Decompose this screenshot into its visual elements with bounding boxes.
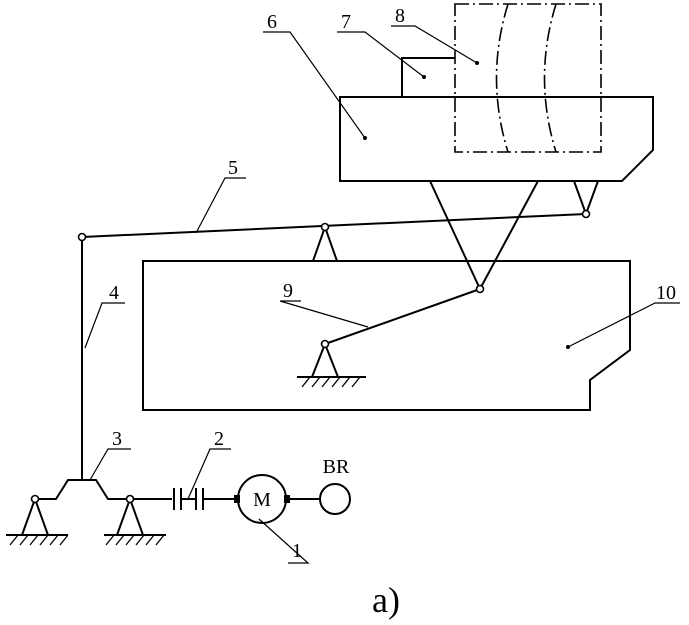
upper-body-6 bbox=[339, 96, 654, 182]
link-9 bbox=[324, 288, 481, 345]
container-8 bbox=[454, 3, 602, 153]
ground-hatch-a bbox=[9, 534, 69, 546]
link-5 bbox=[81, 213, 587, 238]
ground-hatch-b bbox=[105, 534, 165, 546]
br-unit bbox=[319, 483, 351, 515]
bearing-left-b bbox=[116, 496, 144, 536]
label-2: 2 bbox=[214, 428, 224, 450]
pin-bearing-a bbox=[30, 494, 40, 504]
label-8: 8 bbox=[395, 5, 405, 27]
label-5: 5 bbox=[228, 157, 238, 179]
pin-5-support bbox=[320, 222, 330, 232]
motor-stub-right bbox=[284, 495, 290, 503]
label-1: 1 bbox=[292, 540, 302, 562]
label-7: 7 bbox=[341, 11, 351, 33]
support-v bbox=[429, 180, 539, 292]
label-4: 4 bbox=[109, 282, 119, 304]
pin-4-5 bbox=[77, 232, 87, 242]
bearing-left-a bbox=[21, 496, 49, 536]
pin-9-ground bbox=[320, 339, 330, 349]
br-label: BR bbox=[323, 456, 350, 478]
motor-label: M bbox=[253, 489, 271, 511]
support-9 bbox=[311, 341, 339, 378]
pin-9-top bbox=[475, 284, 485, 294]
arc-8b bbox=[543, 3, 557, 153]
base-frame-10 bbox=[142, 260, 631, 411]
figure-caption: a) bbox=[372, 580, 400, 620]
label-6: 6 bbox=[267, 11, 277, 33]
label-9: 9 bbox=[283, 280, 293, 302]
arc-8a bbox=[495, 3, 509, 153]
pin-5-right bbox=[581, 209, 591, 219]
ground-hatch-9 bbox=[301, 376, 361, 388]
crankshaft-3 bbox=[35, 479, 172, 500]
leader-lines bbox=[84, 25, 680, 564]
pivot-support-5 bbox=[312, 223, 338, 262]
label-3: 3 bbox=[112, 428, 122, 450]
block-7 bbox=[401, 57, 455, 97]
pin-bearing-b bbox=[125, 494, 135, 504]
label-10: 10 bbox=[656, 282, 676, 304]
bracket-right bbox=[573, 180, 599, 217]
